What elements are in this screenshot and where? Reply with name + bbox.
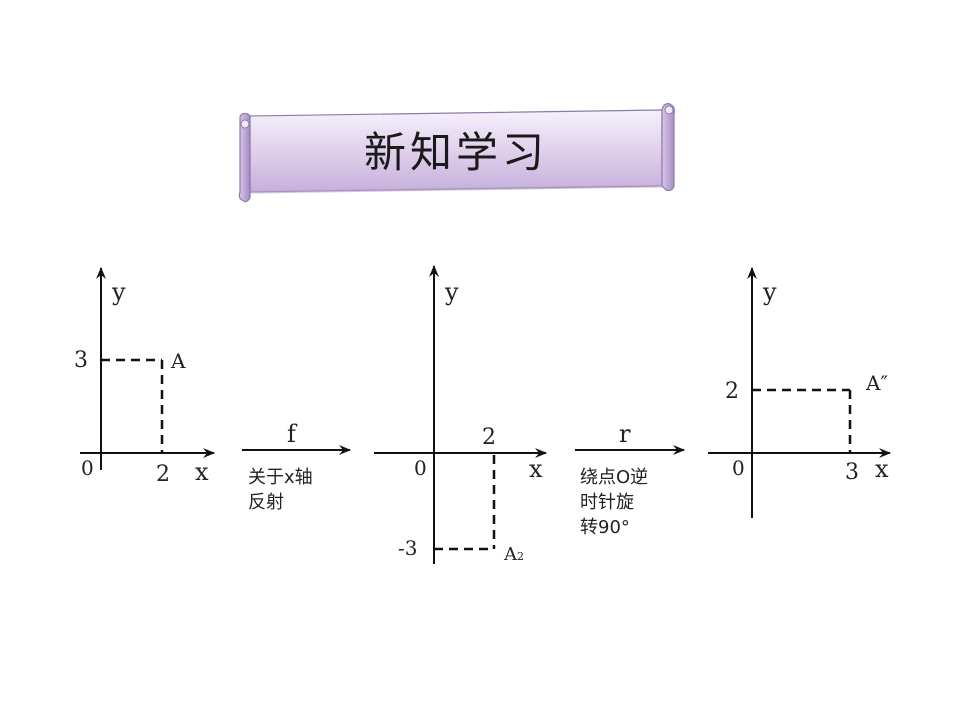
- d2-y-tick-label: -3: [398, 536, 418, 560]
- d1-y-tick-label: 3: [74, 348, 88, 373]
- transform-r-caption-line: 时针旋: [580, 492, 634, 513]
- d1-x-axis-label: x: [195, 458, 209, 486]
- diagram-1-axes: [80, 267, 215, 470]
- transform-f-caption: 关于x轴 反射: [248, 465, 313, 515]
- transform-r-caption-line: 转90°: [580, 517, 630, 538]
- transform-r-caption-line: 绕点O逆: [580, 467, 649, 488]
- d1-point-label: A: [171, 349, 186, 373]
- d2-point-label: A2: [504, 546, 524, 564]
- d2-y-axis-label: y: [445, 278, 459, 306]
- d2-point-subscript: 2: [517, 550, 524, 563]
- d3-x-tick-label: 3: [845, 460, 859, 485]
- diagram-3-dashes: [752, 388, 852, 453]
- transform-f-caption-line: 反射: [248, 492, 284, 513]
- diagram-2-dashes: [434, 455, 496, 551]
- d2-origin-label: 0: [414, 456, 427, 480]
- transform-f-caption-line: 关于x轴: [248, 467, 313, 488]
- d2-x-axis-label: x: [529, 455, 543, 483]
- scroll-shape: [238, 103, 676, 203]
- diagram-3-axes: [708, 267, 891, 518]
- transform-r-label: r: [619, 420, 631, 448]
- d1-y-axis-label: y: [112, 278, 126, 306]
- d3-x-axis-label: x: [875, 455, 889, 483]
- diagram-2-axes: [374, 265, 547, 564]
- d3-point-label: A″: [866, 371, 888, 395]
- diagram-1-dashes: [101, 358, 164, 453]
- d3-y-tick-label: 2: [725, 379, 739, 404]
- d2-x-tick-label: 2: [482, 425, 496, 450]
- banner-title: 新知学习: [363, 127, 548, 177]
- d3-y-axis-label: y: [763, 278, 777, 306]
- d2-point-name: A: [504, 544, 517, 565]
- title-banner: 新知学习: [236, 102, 680, 206]
- d1-origin-label: 0: [81, 456, 94, 480]
- transform-f-label: f: [287, 420, 296, 448]
- transform-r-caption: 绕点O逆 时针旋 转90°: [580, 465, 648, 540]
- d3-origin-label: 0: [732, 456, 745, 480]
- d1-x-tick-label: 2: [156, 462, 170, 487]
